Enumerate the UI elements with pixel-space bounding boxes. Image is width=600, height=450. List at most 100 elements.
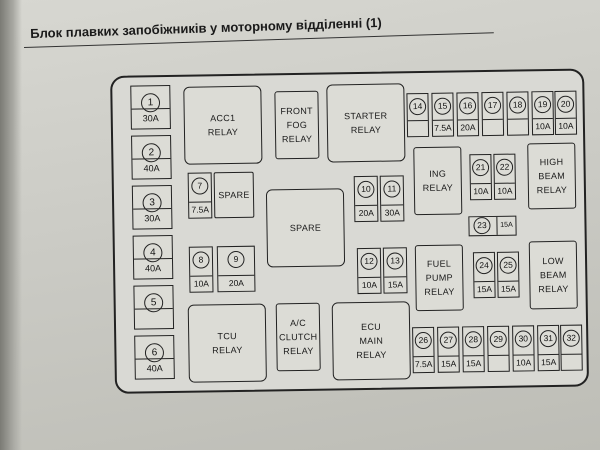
fuse-23: 23 15A	[468, 215, 517, 237]
fuse-number: 16	[458, 97, 477, 115]
fuse-22: 22 10A	[493, 153, 517, 200]
fuse-21: 21 10A	[469, 153, 493, 201]
fuse-number: 20	[556, 95, 575, 113]
fuse-rating: 15A	[498, 280, 519, 297]
fuse-10: 10 20A	[353, 175, 379, 223]
fuse-rating	[507, 118, 529, 135]
fuse-rating: 15A	[474, 280, 495, 298]
fuse-number: 30	[514, 330, 532, 348]
fuse-box-diagram: 1 30A 2 40A 3 30A 4 40A 5 6 40A ACC1 REL…	[106, 62, 591, 395]
fuse-rating: 10A	[470, 182, 492, 200]
fuse-rating: 15A	[463, 355, 484, 372]
tcu-relay: TCU RELAY	[187, 303, 267, 383]
fuse-number: 23	[473, 216, 491, 235]
acc1-relay: ACC1 RELAY	[183, 85, 263, 165]
fuse-number: 15	[433, 97, 452, 115]
starter-relay: STARTER RELAY	[326, 83, 406, 163]
fuse-27: 27 15A	[437, 326, 460, 373]
fuse-13: 13 15A	[382, 247, 408, 294]
fuse-12: 12 10A	[356, 247, 382, 295]
fuse-19: 19 10A	[531, 90, 555, 136]
fuse-rating: 40A	[133, 257, 173, 279]
fuse-9: 9 20A	[216, 245, 256, 293]
fuse-rating: 10A	[555, 117, 577, 134]
fuse-number: 25	[499, 256, 517, 274]
relay-label: HIGH BEAM RELAY	[536, 156, 568, 196]
fuse-6: 6 40A	[134, 334, 175, 380]
fuse-rating: 10A	[494, 182, 516, 199]
fuse-number: 19	[533, 96, 552, 114]
fuse-5: 5	[133, 284, 175, 330]
fuse-26: 26 7.5A	[412, 326, 435, 374]
fuse-number: 10	[357, 180, 375, 199]
low-beam-relay: LOW BEAM RELAY	[528, 240, 578, 310]
fuse-number: 7	[191, 177, 209, 195]
fuse-number: 8	[192, 251, 210, 269]
relay-label: ING RELAY	[422, 168, 454, 194]
ac-clutch-relay: A/C CLUTCH RELAY	[275, 302, 321, 372]
fuse-rating: 30A	[381, 204, 404, 221]
fuse-rating	[407, 119, 429, 137]
page-title: Блок плавких запобіжників у моторному ві…	[30, 14, 382, 41]
fuse-rating: 15A	[496, 216, 516, 235]
fuse-29: 29	[487, 325, 510, 373]
fuse-15: 15 7.5A	[431, 92, 455, 137]
fuse-16: 16 20A	[456, 92, 480, 137]
relay-label: STARTER RELAY	[344, 110, 388, 136]
fuse-number: 24	[475, 256, 493, 275]
front-fog-relay: FRONT FOG RELAY	[274, 90, 320, 160]
page-binding-shadow	[0, 0, 22, 450]
fuse-2: 2 40A	[131, 134, 172, 180]
fuse-4: 4 40A	[132, 234, 174, 280]
fuse-number: 9	[227, 250, 245, 269]
ing-relay: ING RELAY	[413, 146, 463, 216]
relay-label: FUEL PUMP RELAY	[424, 258, 455, 298]
fuse-rating	[488, 354, 509, 372]
high-beam-relay: HIGH BEAM RELAY	[527, 142, 577, 210]
fuse-rating: 15A	[384, 276, 407, 293]
relay-label: ECU MAIN RELAY	[356, 321, 387, 361]
relay-label: SPARE	[218, 189, 250, 201]
fuel-pump-relay: FUEL PUMP RELAY	[414, 244, 464, 312]
relay-label: TCU RELAY	[212, 330, 243, 356]
relay-label: A/C CLUTCH RELAY	[278, 317, 318, 357]
relay-label: LOW BEAM RELAY	[538, 255, 569, 295]
fuse-14: 14	[406, 92, 430, 138]
spare-relay-small: SPARE	[213, 171, 255, 219]
relay-label: SPARE	[289, 222, 322, 234]
fuse-31: 31 15A	[537, 324, 560, 372]
fuse-number: 28	[464, 331, 482, 349]
relay-label: ACC1 RELAY	[207, 112, 239, 138]
fuse-rating	[134, 307, 174, 329]
fuse-rating: 15A	[538, 353, 559, 371]
fuse-18: 18	[506, 91, 530, 136]
fuse-rating: 15A	[438, 355, 459, 372]
fuse-number: 26	[414, 331, 432, 350]
fuse-number: 31	[539, 329, 557, 348]
fuse-rating: 20A	[355, 204, 378, 222]
fuse-20: 20 10A	[554, 90, 578, 135]
fuse-rating: 10A	[513, 354, 534, 371]
fuse-number: 22	[495, 158, 514, 176]
fuse-number: 17	[483, 96, 502, 115]
fuse-3: 3 30A	[131, 184, 173, 230]
fuse-number: 11	[383, 180, 401, 198]
spare-relay-large: SPARE	[265, 188, 346, 268]
fuse-number: 29	[489, 330, 507, 349]
fuse-11: 11 30A	[379, 175, 405, 222]
fuse-rating: 10A	[358, 276, 381, 294]
fuse-1: 1 30A	[130, 84, 171, 130]
fuse-rating: 40A	[132, 157, 171, 179]
fuse-number: 21	[471, 158, 490, 177]
fuse-number: 32	[562, 329, 580, 347]
fuse-rating: 7.5A	[413, 355, 434, 373]
fuse-rating	[482, 118, 504, 136]
fuse-number: 27	[439, 331, 457, 349]
fuse-28: 28 15A	[462, 326, 485, 373]
fuse-rating: 10A	[532, 117, 554, 135]
ecu-main-relay: ECU MAIN RELAY	[331, 301, 411, 381]
fuse-number: 13	[386, 252, 404, 270]
relay-label: FRONT FOG RELAY	[280, 105, 313, 145]
fuse-rating	[561, 353, 582, 370]
